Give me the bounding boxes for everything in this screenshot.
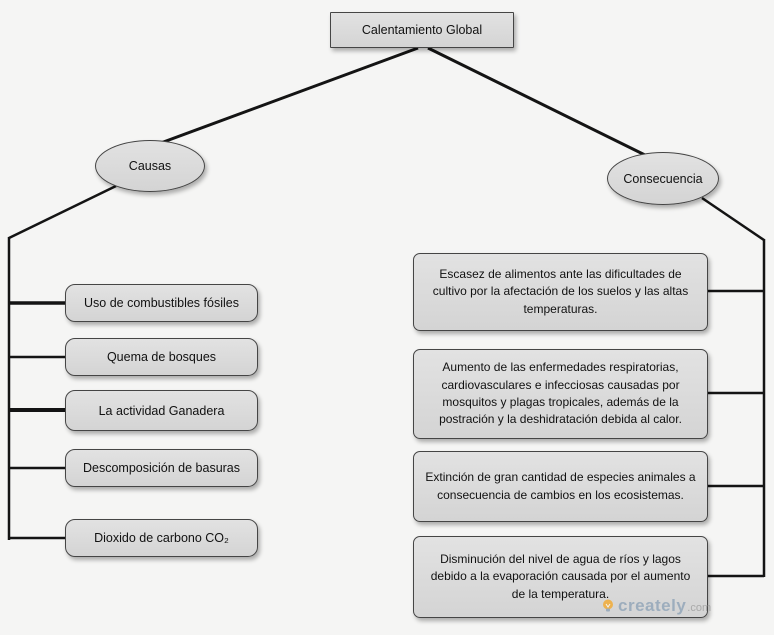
node-cause-co2: Dioxido de carbono CO₂ <box>65 519 258 557</box>
cause-label: Uso de combustibles fósiles <box>84 296 239 310</box>
lightbulb-icon <box>603 599 613 612</box>
effect-label: Disminución del nivel de agua de ríos y … <box>430 551 691 601</box>
node-effect-water-levels: Disminución del nivel de agua de ríos y … <box>413 536 708 618</box>
node-root-title: Calentamiento Global <box>330 12 514 48</box>
cause-label: Descomposición de basuras <box>82 461 241 475</box>
node-consequences: Consecuencia <box>607 152 719 205</box>
creately-watermark: creately .com <box>600 596 711 616</box>
node-cause-fossil-fuels: Uso de combustibles fósiles <box>65 284 258 322</box>
node-cause-waste-decomposition: Descomposición de basuras <box>65 449 258 487</box>
effect-label: Aumento de las enfermedades respiratoria… <box>439 360 682 427</box>
effect-label: Extinción de gran cantidad de especies a… <box>425 470 696 502</box>
node-effect-diseases: Aumento de las enfermedades respiratoria… <box>413 349 708 439</box>
cause-label: Quema de bosques <box>106 350 217 364</box>
watermark-name: creately <box>618 596 687 615</box>
node-effect-food-scarcity: Escasez de alimentos ante las dificultad… <box>413 253 708 331</box>
causes-label: Causas <box>128 159 172 173</box>
effect-label: Escasez de alimentos ante las dificultad… <box>432 266 689 316</box>
root-title-label: Calentamiento Global <box>361 23 483 37</box>
node-cause-livestock: La actividad Ganadera <box>65 390 258 431</box>
node-causes: Causas <box>95 140 205 192</box>
node-effect-species-extinction: Extinción de gran cantidad de especies a… <box>413 451 708 522</box>
consequences-label: Consecuencia <box>623 171 703 186</box>
cause-label: La actividad Ganadera <box>98 403 225 418</box>
cause-label: Dioxido de carbono CO₂ <box>94 531 229 545</box>
node-cause-forest-burning: Quema de bosques <box>65 338 258 376</box>
watermark-suffix: .com <box>687 602 712 614</box>
